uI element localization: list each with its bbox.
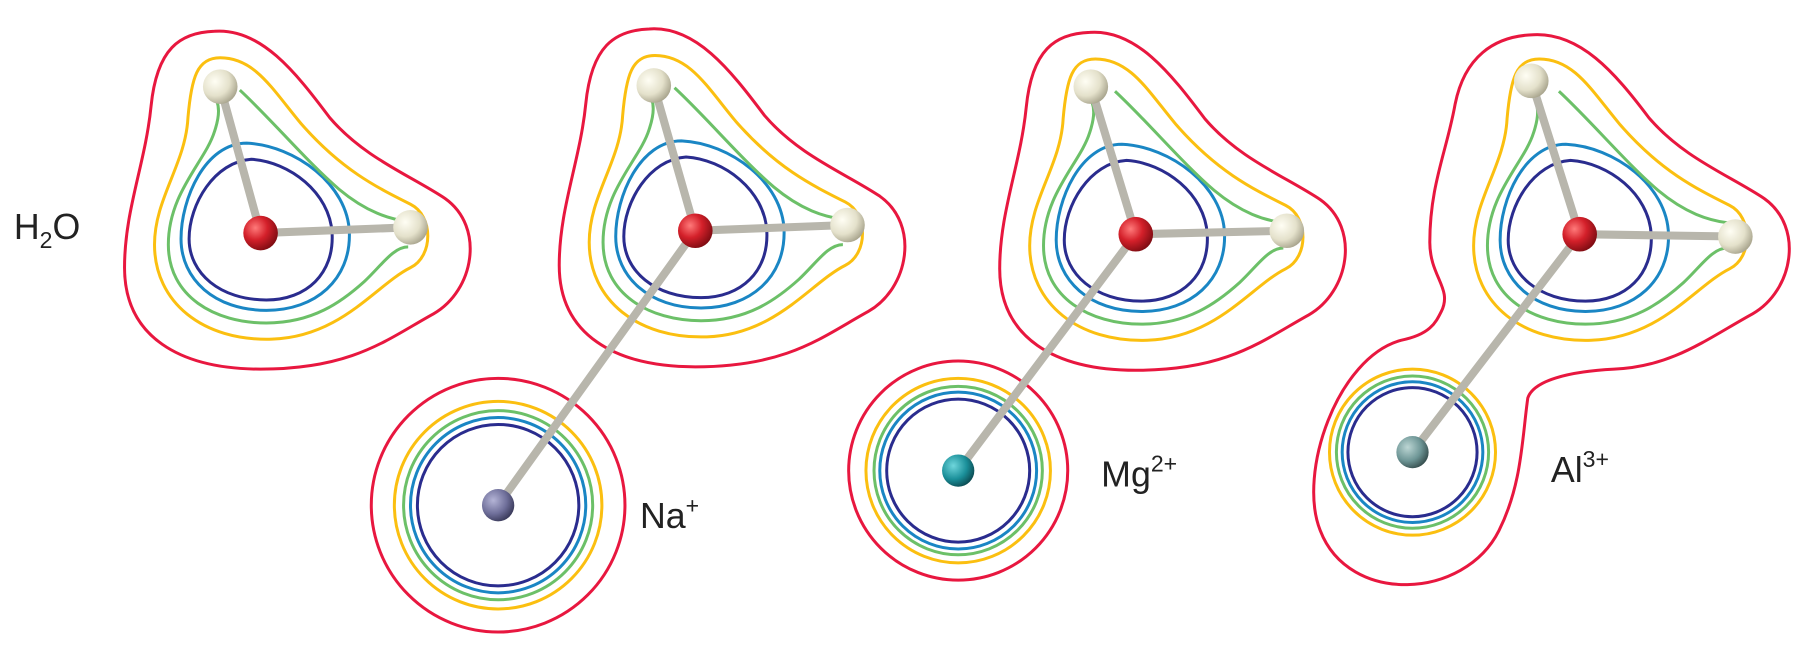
hydrogen-atom	[1073, 69, 1109, 104]
contour-outer	[1312, 33, 1791, 587]
water-molecule-panel	[123, 29, 472, 371]
ion-water-bond	[954, 230, 1140, 475]
aluminum-ion	[1396, 436, 1429, 469]
oh-bond	[649, 81, 700, 235]
oxygen-atom	[678, 213, 713, 249]
aluminum-panel: Al3+	[1312, 33, 1791, 587]
hydrogen-atom	[202, 69, 238, 104]
sodium-panel: Na+	[369, 27, 907, 634]
oxygen-atom	[1562, 216, 1597, 252]
oxygen-atom	[243, 215, 278, 251]
magnesium-label: Mg2+	[1101, 451, 1177, 495]
oh-bond	[1527, 76, 1584, 239]
oh-bond	[691, 220, 852, 235]
ion-water-bond	[1408, 230, 1584, 457]
oh-bond	[256, 223, 415, 238]
oh-bond	[1086, 82, 1140, 239]
oxygen-atom	[1118, 216, 1154, 252]
magnesium-contours	[847, 359, 1070, 582]
ion-water-bond	[494, 226, 700, 510]
water-label: H2O	[14, 207, 80, 253]
hydrogen-atom	[1269, 213, 1305, 249]
hydrogen-atom	[1513, 63, 1549, 99]
contours-inner	[1028, 57, 1305, 342]
hydrogen-atom	[1718, 219, 1753, 254]
contours-inner	[1472, 57, 1749, 342]
contours-inner	[153, 56, 430, 341]
sodium-ion	[481, 489, 515, 522]
oh-bond	[1131, 226, 1291, 239]
sodium-label: Na+	[640, 492, 699, 536]
magnesium-ion	[942, 454, 975, 487]
contours-inner	[587, 53, 864, 339]
hydrogen-atom	[636, 68, 672, 103]
hydrogen-atom	[393, 210, 428, 245]
sodium-contours	[369, 376, 627, 634]
hydrogen-atom	[830, 207, 865, 243]
aluminum-label: Al3+	[1551, 446, 1609, 490]
oh-bond	[216, 82, 265, 238]
magnesium-panel: Mg2+	[847, 30, 1347, 582]
oh-bond	[1575, 230, 1740, 241]
aluminum-contours	[1327, 367, 1498, 537]
